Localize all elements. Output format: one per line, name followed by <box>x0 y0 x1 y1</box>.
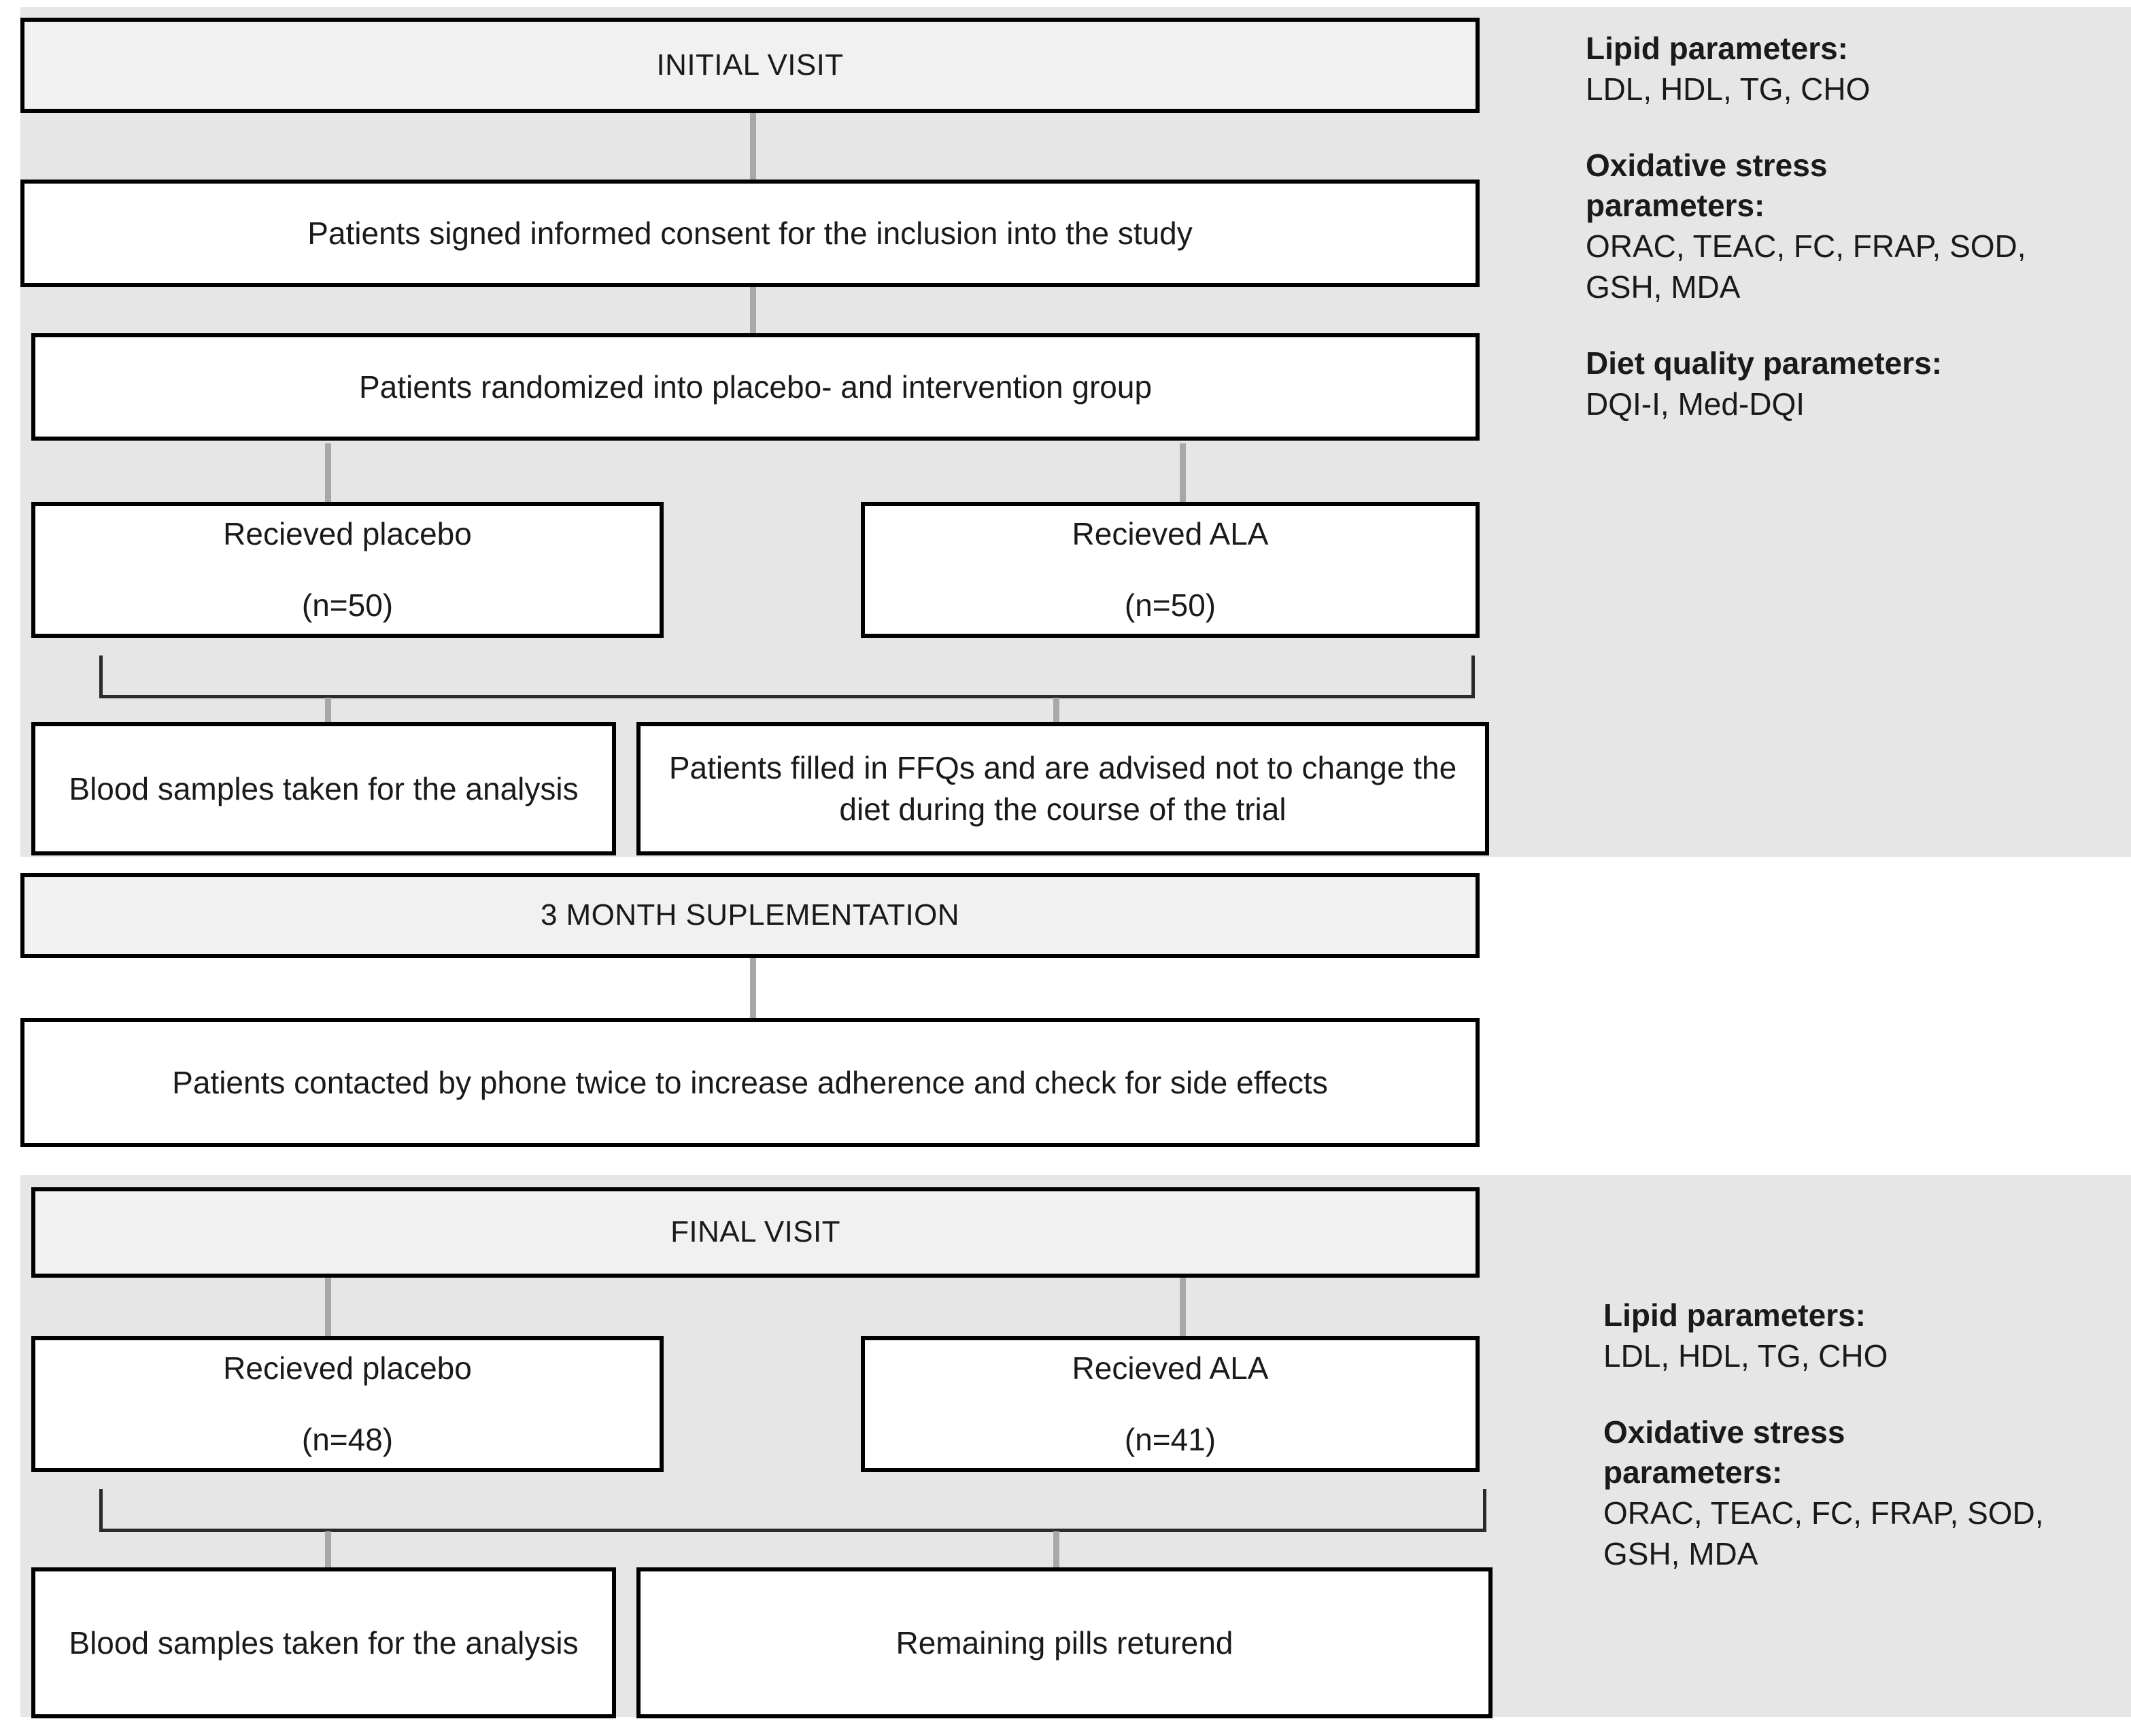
consent-box: Patients signed informed consent for the… <box>20 180 1480 287</box>
phone-contact-box: Patients contacted by phone twice to inc… <box>20 1018 1480 1147</box>
connector-final-header-to-placebo <box>325 1278 331 1336</box>
bracket-horizontal-initial <box>99 695 1475 698</box>
final-pills-returned-label: Remaining pills returend <box>896 1624 1233 1661</box>
legend-oxidative-values-line1-top: ORAC, TEAC, FC, FRAP, SOD, <box>1586 228 2026 265</box>
legend-lipid-values-bottom: LDL, HDL, TG, CHO <box>1603 1338 1888 1374</box>
legend-oxidative-values-line2-bottom: GSH, MDA <box>1603 1535 1758 1571</box>
phone-contact-label: Patients contacted by phone twice to inc… <box>172 1064 1328 1100</box>
initial-ffq-box: Patients filled in FFQs and are advised … <box>636 722 1489 855</box>
final-blood-samples-label: Blood samples taken for the analysis <box>69 1624 579 1661</box>
supplementation-header-label: 3 MONTH SUPLEMENTATION <box>541 898 959 932</box>
randomized-label: Patients randomized into placebo- and in… <box>358 369 1153 405</box>
connector-randomized-to-ala <box>1180 443 1186 502</box>
legend-diet-title-top: Diet quality parameters: <box>1586 345 1943 381</box>
legend-oxidative-title-line2-top: parameters: <box>1586 188 1765 224</box>
legend-group-oxidative-top: Oxidative stress parameters: ORAC, TEAC,… <box>1586 146 2109 308</box>
legend-initial-visit: Lipid parameters: LDL, HDL, TG, CHO Oxid… <box>1586 29 2109 424</box>
final-pills-returned-box: Remaining pills returend <box>636 1567 1493 1718</box>
initial-visit-header-label: INITIAL VISIT <box>656 48 844 82</box>
connector-bracket-to-blood-final <box>325 1531 331 1590</box>
initial-blood-samples-label: Blood samples taken for the analysis <box>69 770 579 806</box>
bracket-right-tick-final <box>1483 1489 1486 1531</box>
initial-visit-header-box: INITIAL VISIT <box>20 18 1480 113</box>
initial-ala-label: Recieved ALA <box>1072 516 1269 552</box>
bracket-left-tick-initial <box>99 656 103 698</box>
legend-lipid-title-top: Lipid parameters: <box>1586 31 1848 66</box>
initial-placebo-count: (n=50) <box>301 588 394 623</box>
legend-oxidative-title-line2-bottom: parameters: <box>1603 1454 1783 1491</box>
legend-oxidative-title-line1-bottom: Oxidative stress <box>1603 1414 1845 1450</box>
legend-diet-values-top: DQI-I, Med-DQI <box>1586 386 1805 422</box>
legend-group-oxidative-bottom: Oxidative stress parameters: ORAC, TEAC,… <box>1603 1412 2120 1575</box>
connector-supplementation-to-phone <box>750 958 756 1018</box>
initial-placebo-label: Recieved placebo <box>223 516 472 552</box>
legend-group-lipid-bottom: Lipid parameters: LDL, HDL, TG, CHO <box>1603 1295 2120 1377</box>
supplementation-header-box: 3 MONTH SUPLEMENTATION <box>20 873 1480 958</box>
connector-bracket-to-pills-final <box>1053 1531 1059 1590</box>
legend-group-diet-top: Diet quality parameters: DQI-I, Med-DQI <box>1586 343 2109 425</box>
final-ala-box: Recieved ALA (n=41) <box>861 1336 1480 1472</box>
connector-consent-to-randomized <box>750 287 756 333</box>
initial-blood-samples-box: Blood samples taken for the analysis <box>31 722 616 855</box>
legend-oxidative-title-line1-top: Oxidative stress <box>1586 147 1828 183</box>
legend-lipid-title-bottom: Lipid parameters: <box>1603 1297 1866 1333</box>
randomized-box: Patients randomized into placebo- and in… <box>31 333 1480 441</box>
initial-ala-count: (n=50) <box>1124 588 1216 623</box>
initial-placebo-box: Recieved placebo (n=50) <box>31 502 664 638</box>
legend-lipid-values-top: LDL, HDL, TG, CHO <box>1586 71 1871 107</box>
connector-randomized-to-placebo <box>325 443 331 502</box>
connector-final-header-to-ala <box>1180 1278 1186 1336</box>
bracket-left-tick-final <box>99 1489 103 1531</box>
final-ala-label: Recieved ALA <box>1072 1350 1269 1386</box>
final-ala-count: (n=41) <box>1124 1422 1216 1457</box>
connector-header-to-consent <box>750 113 756 180</box>
legend-oxidative-values-line1-bottom: ORAC, TEAC, FC, FRAP, SOD, <box>1603 1495 2044 1531</box>
consent-label: Patients signed informed consent for the… <box>307 215 1193 251</box>
legend-oxidative-values-line2-top: GSH, MDA <box>1586 269 1741 305</box>
initial-ala-box: Recieved ALA (n=50) <box>861 502 1480 638</box>
bracket-right-tick-initial <box>1471 656 1475 698</box>
final-placebo-label: Recieved placebo <box>223 1350 472 1386</box>
final-blood-samples-box: Blood samples taken for the analysis <box>31 1567 616 1718</box>
bracket-horizontal-final <box>99 1529 1486 1532</box>
final-visit-header-box: FINAL VISIT <box>31 1187 1480 1278</box>
legend-final-visit: Lipid parameters: LDL, HDL, TG, CHO Oxid… <box>1603 1295 2120 1575</box>
legend-group-lipid-top: Lipid parameters: LDL, HDL, TG, CHO <box>1586 29 2109 110</box>
initial-ffq-label: Patients filled in FFQs and are advised … <box>668 750 1457 827</box>
final-visit-header-label: FINAL VISIT <box>670 1215 840 1249</box>
final-placebo-count: (n=48) <box>301 1422 394 1457</box>
final-placebo-box: Recieved placebo (n=48) <box>31 1336 664 1472</box>
